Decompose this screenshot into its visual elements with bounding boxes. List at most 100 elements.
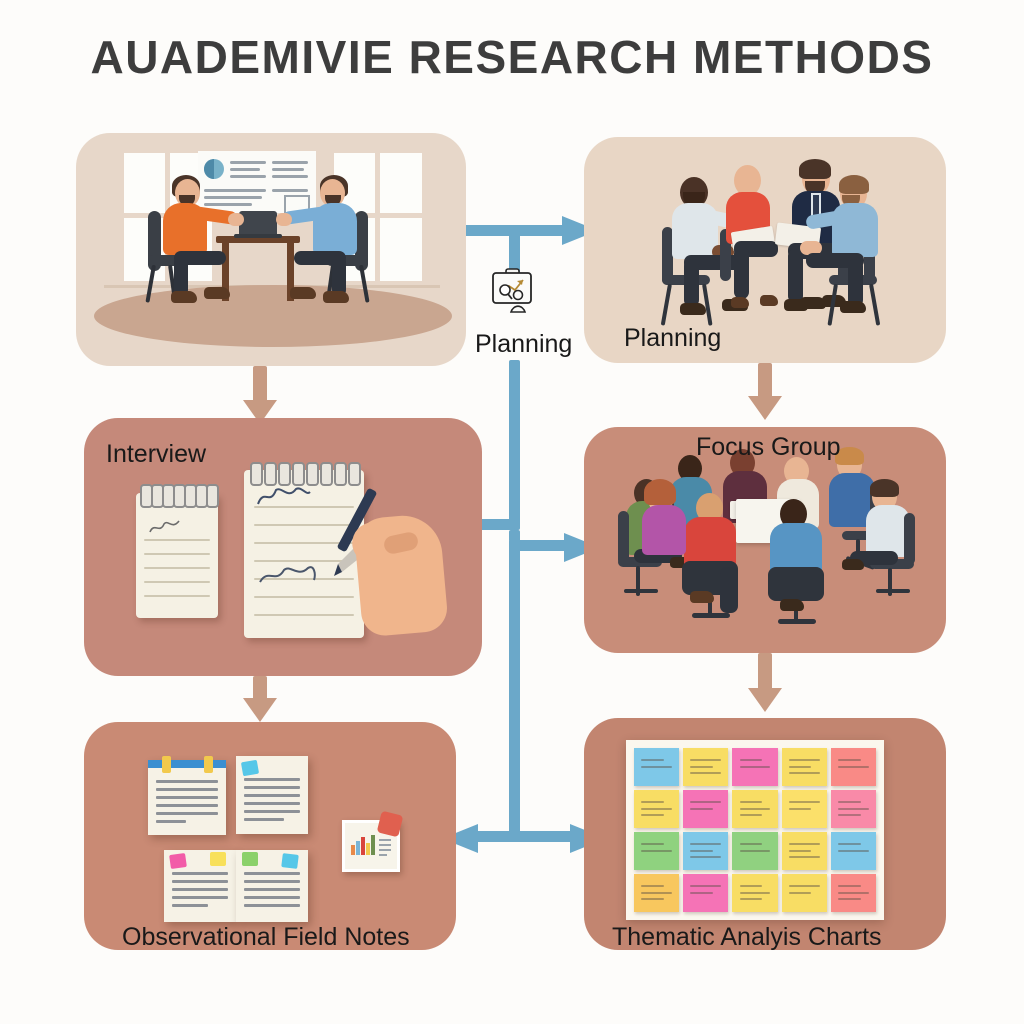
label-planning-card: Planning bbox=[624, 324, 722, 352]
sticky-note-text-line bbox=[788, 801, 820, 804]
arrow-down-right-2 bbox=[748, 653, 782, 712]
sticky-note[interactable] bbox=[634, 790, 680, 828]
field-note-page-2 bbox=[236, 756, 308, 834]
node-interview-room[interactable] bbox=[76, 133, 466, 366]
sticky-note-text-line bbox=[788, 807, 812, 810]
sticky-note[interactable] bbox=[634, 832, 680, 870]
sticky-note[interactable] bbox=[683, 790, 729, 828]
sticky-note-text-line bbox=[690, 891, 713, 894]
sticky-note[interactable] bbox=[830, 748, 876, 786]
sticky-note-text-line bbox=[641, 807, 672, 810]
sticky-note[interactable] bbox=[732, 748, 778, 786]
sticky-note-text-line bbox=[690, 772, 722, 775]
notepad-small bbox=[136, 493, 218, 618]
sticky-note-text-line bbox=[641, 885, 664, 888]
label-thematic: Thematic Analyis Charts bbox=[612, 923, 882, 950]
sticky-note-text-line bbox=[788, 843, 820, 846]
sticky-note-text-line bbox=[739, 759, 763, 762]
clipboard-chart-person-icon bbox=[489, 268, 537, 314]
notepad-large bbox=[244, 470, 364, 638]
sticky-note[interactable] bbox=[732, 832, 778, 870]
label-field-notes: Observational Field Notes bbox=[122, 923, 410, 950]
sticky-note-text-line bbox=[739, 843, 763, 846]
sticky-note-text-line bbox=[641, 849, 672, 852]
sticky-note-text-line bbox=[641, 801, 664, 804]
sticky-note[interactable] bbox=[634, 748, 680, 786]
sticky-note-text-line bbox=[690, 765, 713, 768]
sticky-note-text-line bbox=[739, 814, 763, 817]
sticky-note-text-line bbox=[641, 843, 664, 846]
sticky-note[interactable] bbox=[683, 832, 729, 870]
arrow-interview-to-planning bbox=[455, 216, 598, 245]
arrow-down-right-1 bbox=[748, 363, 782, 420]
sticky-note-text-line bbox=[739, 801, 763, 804]
arrow-down-left-2 bbox=[243, 676, 277, 722]
sticky-note[interactable] bbox=[683, 748, 729, 786]
sticky-note-text-line bbox=[838, 807, 869, 810]
sticky-note[interactable] bbox=[830, 874, 876, 912]
sticky-note-text-line bbox=[739, 849, 771, 852]
sticky-note-text-line bbox=[690, 856, 722, 859]
sticky-note-text-line bbox=[739, 885, 763, 888]
node-observational-field-notes[interactable]: Observational Field Notes bbox=[84, 722, 456, 950]
sticky-note-text-line bbox=[788, 885, 820, 888]
sticky-note-text-line bbox=[838, 759, 861, 762]
sticky-note-text-line bbox=[690, 885, 722, 888]
sticky-note-text-line bbox=[641, 898, 664, 901]
sticky-note-text-line bbox=[788, 772, 820, 775]
field-note-page-3 bbox=[164, 850, 236, 922]
sticky-note-text-line bbox=[641, 814, 664, 817]
node-interview-notes[interactable]: Interview bbox=[84, 418, 482, 676]
sticky-note-text-line bbox=[788, 891, 812, 894]
sticky-note-text-line bbox=[690, 759, 722, 762]
sticky-note[interactable] bbox=[781, 874, 827, 912]
arrow-bottom-split bbox=[442, 824, 606, 853]
sticky-note-text-line bbox=[690, 843, 722, 846]
field-note-page-4 bbox=[236, 850, 308, 922]
label-focus-group: Focus Group bbox=[696, 433, 841, 461]
sticky-note-text-line bbox=[641, 891, 672, 894]
sticky-note-text-line bbox=[838, 765, 869, 768]
sticky-note-text-line bbox=[739, 891, 771, 894]
arrow-to-focus-group bbox=[509, 533, 600, 840]
sticky-note[interactable] bbox=[830, 832, 876, 870]
sticky-note-text-line bbox=[739, 898, 763, 901]
sticky-note-board bbox=[626, 740, 884, 920]
sticky-note[interactable] bbox=[781, 748, 827, 786]
sticky-note[interactable] bbox=[781, 832, 827, 870]
page-title: AUADEMIVIE RESEARCH METHODS bbox=[90, 31, 934, 83]
sticky-note-text-line bbox=[739, 807, 771, 810]
sticky-note[interactable] bbox=[683, 874, 729, 912]
sticky-note-text-line bbox=[641, 765, 672, 768]
mini-chart-card bbox=[342, 810, 404, 872]
sticky-note-text-line bbox=[788, 759, 820, 762]
sticky-note-text-line bbox=[690, 801, 722, 804]
presentation-board bbox=[198, 151, 316, 214]
sticky-note-text-line bbox=[838, 891, 869, 894]
sticky-note-text-line bbox=[690, 807, 713, 810]
field-note-page-1 bbox=[148, 756, 226, 835]
sticky-note[interactable] bbox=[830, 790, 876, 828]
sticky-note-text-line bbox=[690, 849, 713, 852]
label-interview: Interview bbox=[106, 440, 207, 468]
sticky-note-text-line bbox=[641, 759, 664, 762]
sticky-note-text-line bbox=[788, 856, 820, 859]
arrow-down-left-1 bbox=[243, 366, 277, 424]
sticky-note-text-line bbox=[788, 765, 812, 768]
sticky-note-text-line bbox=[838, 843, 861, 846]
node-planning-group[interactable]: Planning bbox=[584, 137, 946, 363]
sticky-note[interactable] bbox=[781, 790, 827, 828]
node-focus-group[interactable]: Focus Group bbox=[584, 427, 946, 653]
sticky-note-text-line bbox=[838, 814, 861, 817]
sticky-note-text-line bbox=[838, 801, 861, 804]
sticky-note-text-line bbox=[739, 765, 771, 768]
sticky-note[interactable] bbox=[732, 874, 778, 912]
sticky-note[interactable] bbox=[732, 790, 778, 828]
arrow-trunk-vertical-upper bbox=[509, 230, 520, 278]
sticky-note-text-line bbox=[788, 849, 812, 852]
sticky-note-text-line bbox=[838, 849, 869, 852]
sticky-note[interactable] bbox=[634, 874, 680, 912]
sticky-note-text-line bbox=[838, 898, 861, 901]
node-thematic-analysis[interactable]: Thematic Analyis Charts bbox=[584, 718, 946, 950]
